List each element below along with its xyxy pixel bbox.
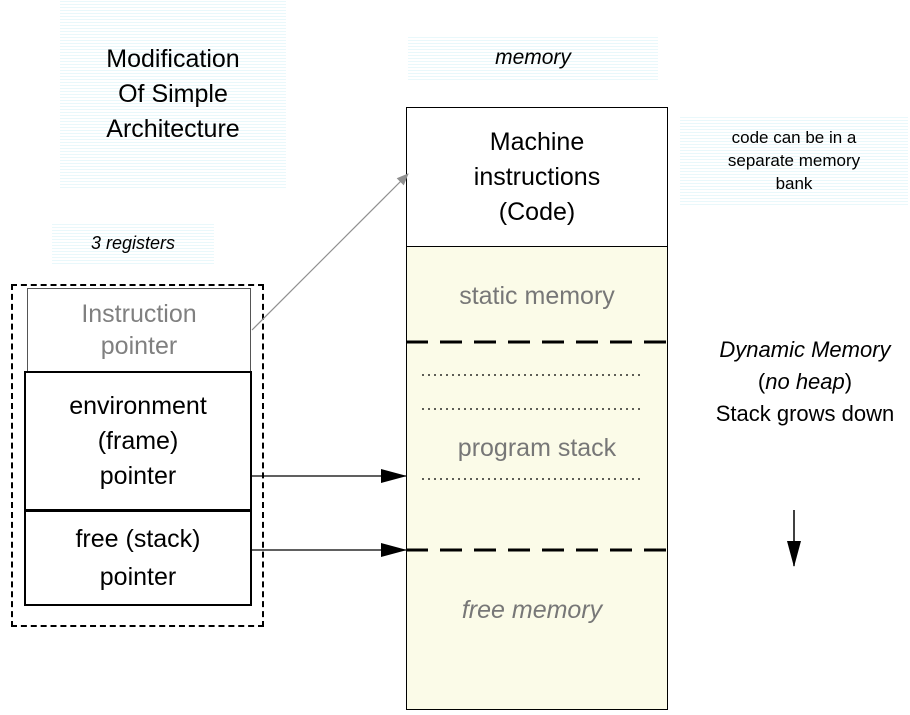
instruction-pointer-register: Instruction pointer [27, 288, 251, 372]
title-line-3: Architecture [106, 114, 240, 143]
dynamic-note-open-paren: ( [757, 369, 766, 394]
environment-pointer-line-2: (frame) [97, 426, 179, 455]
free-pointer-line-2: pointer [99, 563, 177, 591]
memory-label: memory [408, 36, 658, 80]
dynamic-note-no-heap: no heap [765, 369, 845, 394]
dynamic-note-line-2: (no heap) [700, 366, 910, 398]
registers-label: 3 registers [52, 222, 214, 264]
code-box-line-1: Machine [489, 127, 585, 156]
code-note-line-2: separate memory [727, 150, 861, 170]
environment-pointer-line-1: environment [69, 391, 207, 420]
dynamic-memory-note: Dynamic Memory (no heap) Stack grows dow… [700, 334, 910, 430]
static-memory-label: static memory [459, 282, 615, 310]
diagram-title: Modification Of Simple Architecture [60, 0, 286, 188]
code-note-line-3: bank [775, 173, 813, 193]
code-note: code can be in a separate memory bank [680, 115, 908, 205]
registers-group [11, 284, 264, 627]
code-box-line-3: (Code) [498, 197, 576, 226]
instruction-pointer-line-2: pointer [100, 332, 178, 360]
code-box-line-2: instructions [473, 162, 601, 191]
environment-pointer-line-3: pointer [99, 461, 177, 490]
instruction-pointer-arrow [251, 173, 409, 331]
code-note-line-1: code can be in a [731, 127, 857, 147]
instruction-pointer-line-1: Instruction [81, 300, 197, 328]
free-pointer-line-1: free (stack) [75, 525, 201, 553]
title-line-2: Of Simple [118, 79, 228, 108]
free-memory-label: free memory [461, 596, 603, 624]
title-line-1: Modification [106, 44, 240, 73]
data-memory-box [406, 246, 668, 710]
dynamic-note-line-3: Stack grows down [715, 401, 895, 426]
code-memory-box: Machine instructions (Code) [406, 107, 668, 247]
dynamic-note-close-paren: ) [844, 369, 853, 394]
dynamic-note-line-1: Dynamic Memory [719, 337, 891, 362]
free-pointer-register: free (stack) pointer [24, 510, 252, 606]
program-stack-label: program stack [457, 434, 617, 462]
environment-pointer-register: environment (frame) pointer [24, 371, 252, 511]
